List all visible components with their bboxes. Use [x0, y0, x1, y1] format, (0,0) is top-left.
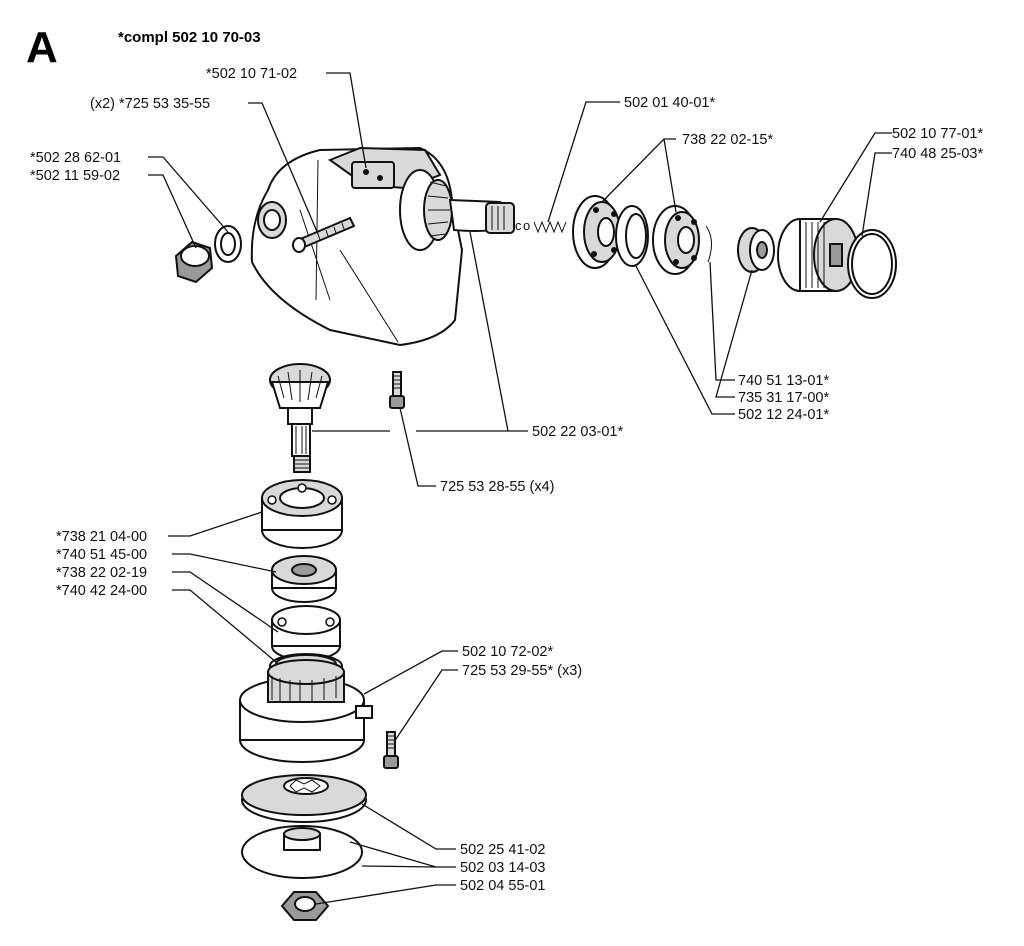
label-738-22-02-19: *738 22 02-19 — [56, 565, 147, 581]
cup-icon — [241, 774, 367, 823]
spring-icon: c o — [515, 218, 567, 234]
washer-icon — [241, 825, 363, 879]
label-740-48-25-03: 740 48 25-03* — [892, 146, 983, 162]
washer-icon — [214, 225, 242, 263]
gear-housing-icon — [250, 146, 515, 347]
label-740-51-45-00: *740 51 45-00 — [56, 547, 147, 563]
ball-bearing-icon — [652, 205, 700, 275]
plug-screw-icon — [174, 240, 214, 284]
o-ring-icon — [847, 229, 897, 299]
svg-text:c: c — [515, 218, 522, 233]
label-502-25-41-02: 502 25 41-02 — [460, 842, 545, 858]
label-502-28-62-01: *502 28 62-01 — [30, 150, 121, 166]
ball-bearing-icon — [572, 195, 621, 269]
label-502-03-14-03: 502 03 14-03 — [460, 860, 545, 876]
label-502-12-24-01: 502 12 24-01* — [738, 407, 829, 423]
label-725-53-28-55: 725 53 28-55 (x4) — [440, 479, 554, 495]
bearing-icon — [271, 605, 341, 661]
label-735-31-17-00: 735 31 17-00* — [738, 390, 829, 406]
screw-icon — [383, 731, 399, 769]
threaded-nut-icon — [777, 218, 859, 292]
label-740-51-13-01: 740 51 13-01* — [738, 373, 829, 389]
retaining-ring-icon — [615, 205, 649, 267]
nut-icon — [280, 891, 330, 921]
ball-bearing-icon — [261, 479, 343, 549]
leader-lines — [148, 72, 892, 905]
screw-icon — [389, 371, 405, 409]
section-letter: A — [26, 23, 58, 72]
label-725-53-35-55: (x2) *725 53 35-55 — [90, 96, 210, 112]
part-labels: *502 10 71-02 (x2) *725 53 35-55 *502 28… — [30, 66, 983, 894]
label-502-10-72-02: 502 10 72-02* — [462, 644, 553, 660]
label-502-01-40-01: 502 01 40-01* — [624, 95, 715, 111]
label-502-10-77-01: 502 10 77-01* — [892, 126, 983, 142]
cover-icon — [239, 659, 373, 763]
sleeve-icon — [737, 227, 775, 273]
label-738-21-04-00: *738 21 04-00 — [56, 529, 147, 545]
screw-icon — [292, 216, 356, 253]
ball-bearing-icon — [271, 555, 337, 603]
label-725-53-29-55: 725 53 29-55* (x3) — [462, 663, 582, 679]
svg-text:o: o — [523, 218, 530, 233]
label-502-22-03-01: 502 22 03-01* — [532, 424, 623, 440]
label-738-22-02-15: 738 22 02-15* — [682, 132, 773, 148]
label-502-04-55-01: 502 04 55-01 — [460, 878, 545, 894]
bevel-gear-icon — [269, 363, 331, 473]
label-502-10-71-02: *502 10 71-02 — [206, 66, 297, 82]
assembly-note: *compl 502 10 70-03 — [118, 29, 261, 46]
snap-ring-icon — [705, 225, 712, 263]
label-502-11-59-02: *502 11 59-02 — [30, 168, 120, 184]
label-740-42-24-00: *740 42 24-00 — [56, 583, 147, 599]
